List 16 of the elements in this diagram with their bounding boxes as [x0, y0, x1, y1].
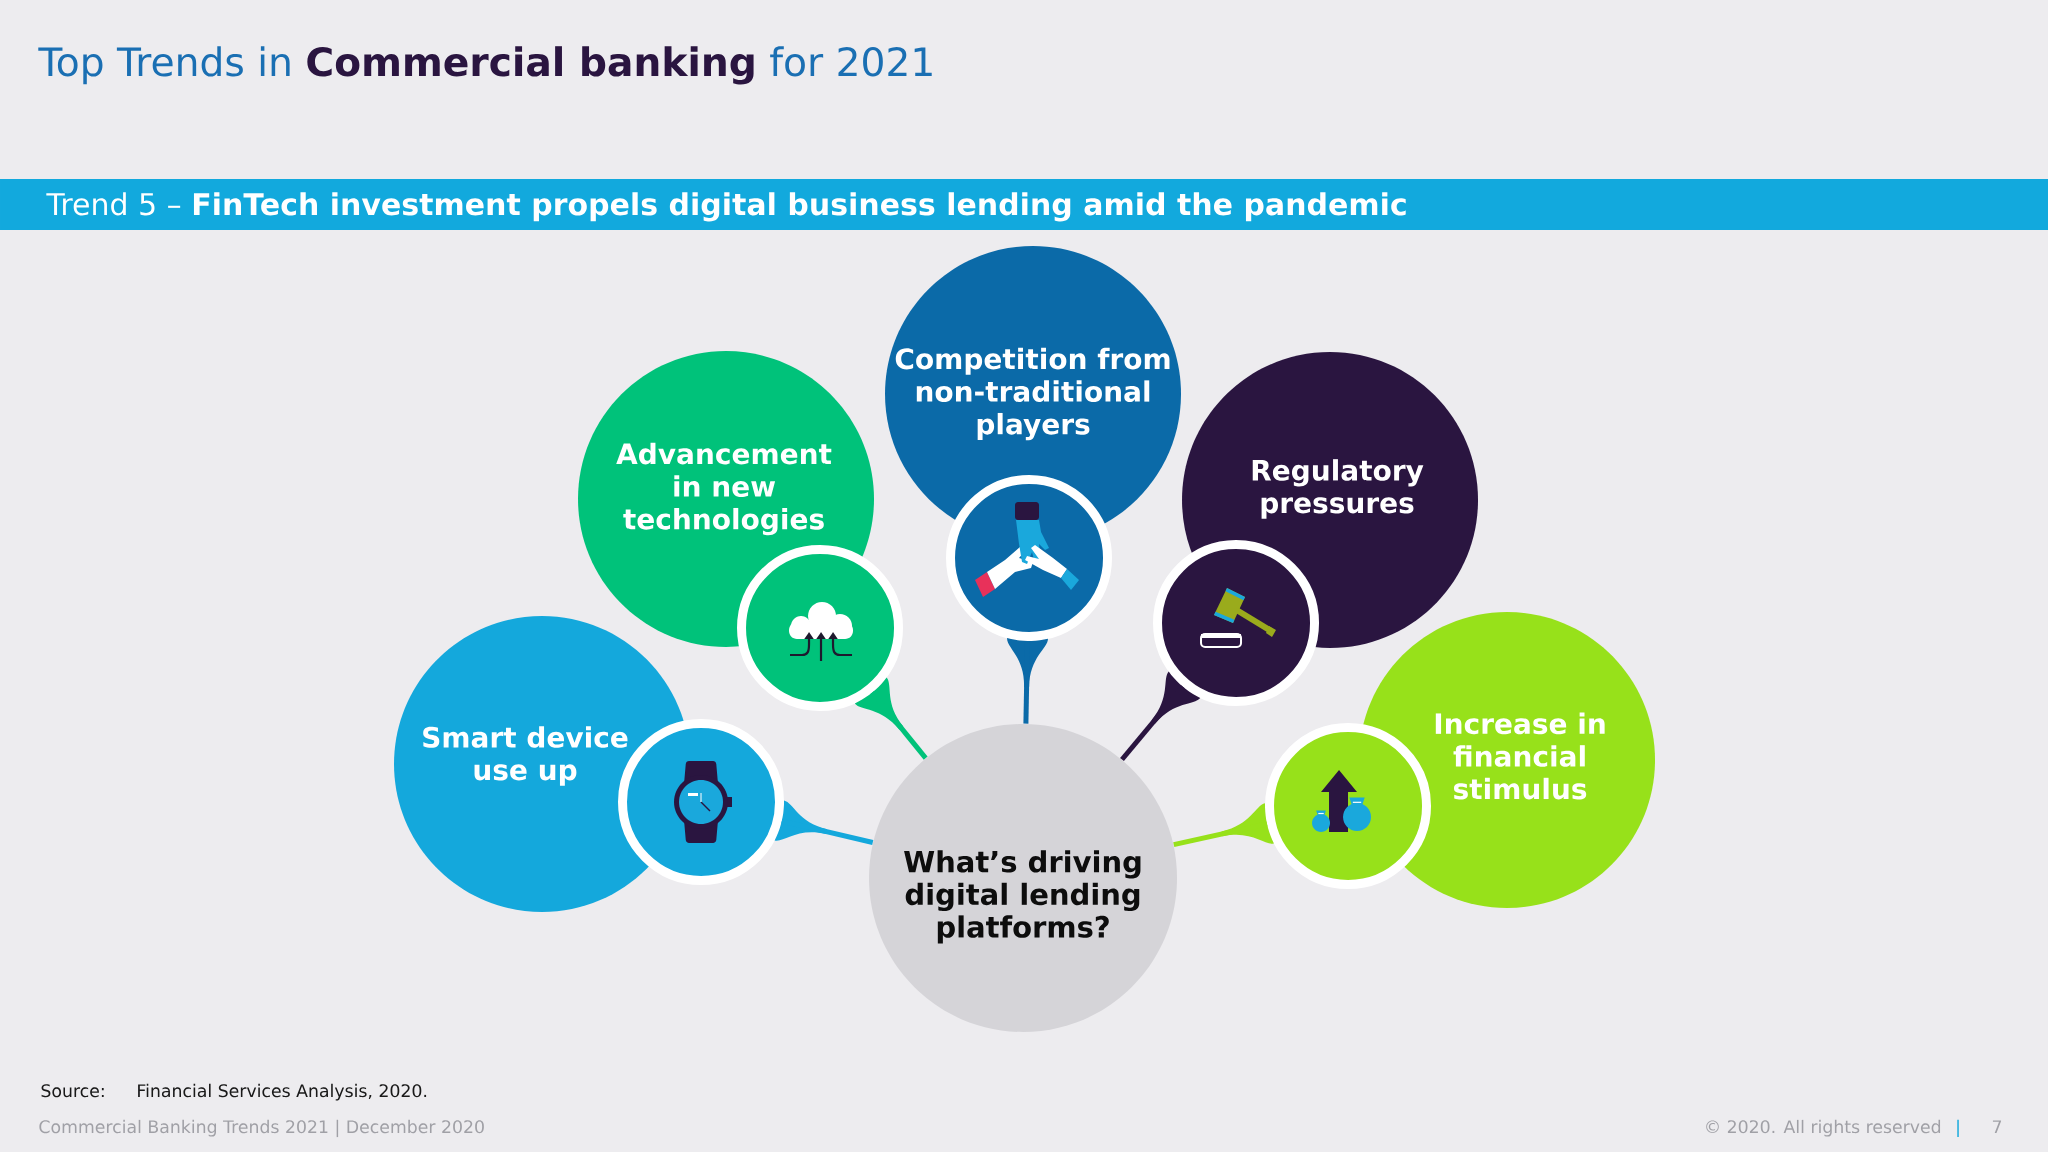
connector [1173, 803, 1274, 848]
connector [1007, 638, 1048, 724]
copyright-text: © 2020. All rights reserved [1706, 1119, 1941, 1137]
connector [854, 677, 928, 760]
icon-circle [1265, 723, 1431, 889]
source-label: Source: [41, 1084, 104, 1098]
page-number: 7 [1992, 1120, 2002, 1133]
title: Top Trends in Commercial banking for 2021 [38, 46, 932, 85]
footer-text: Commercial Banking Trends 2021 | December 2020 [39, 1119, 484, 1138]
heading-band: Trend 5 – FinTech investment propels digital business lending amid the pandemic [0, 179, 2048, 230]
separator: | [1957, 1119, 1959, 1138]
connector [1120, 671, 1201, 762]
icon-circle [737, 545, 903, 711]
icon-circle [1153, 540, 1319, 706]
connector [774, 800, 874, 845]
source-text: Financial Services Analysis, 2020. [138, 1083, 427, 1101]
